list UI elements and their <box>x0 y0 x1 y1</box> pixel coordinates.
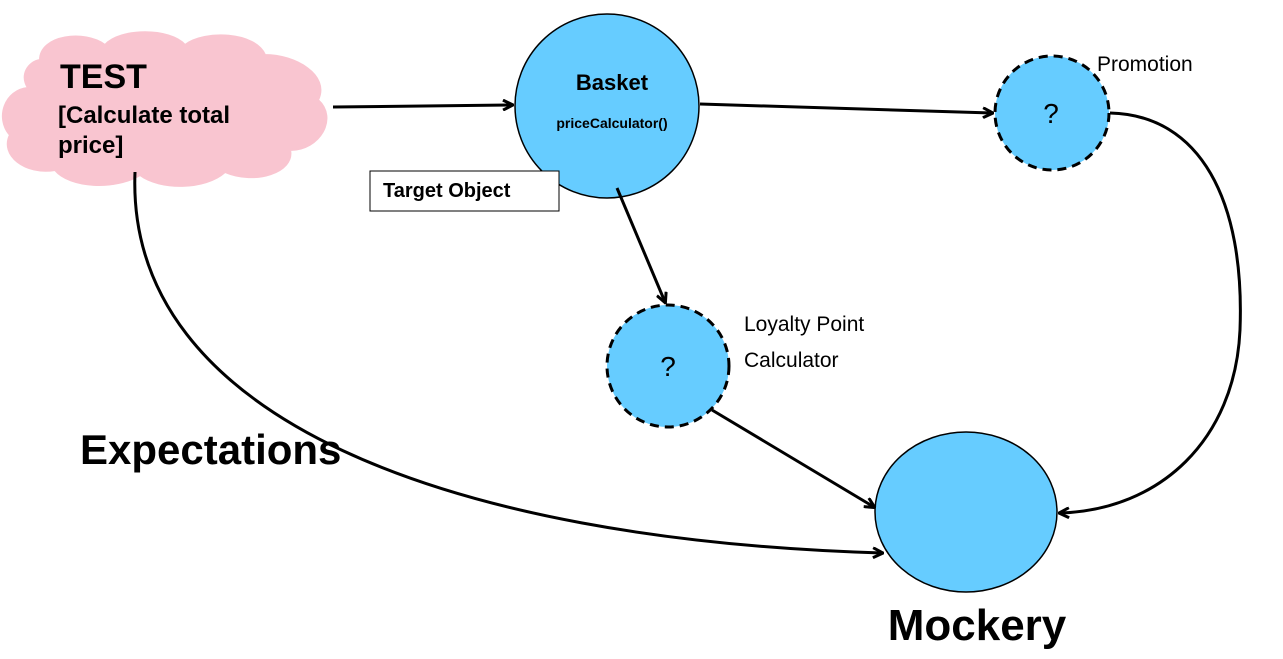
arrow-basket-to-promotion <box>699 102 992 113</box>
loyalty-circle <box>605 303 731 429</box>
arrow-test-to-mockery-expectations <box>133 171 882 553</box>
test-line-2: price] <box>58 132 123 159</box>
promotion-label: Promotion <box>1097 53 1193 76</box>
basket-circle <box>514 13 700 199</box>
expectations-label: Expectations <box>80 426 341 473</box>
target-object-box: Target Object <box>369 170 560 212</box>
target-object-label: Target Object <box>383 180 511 202</box>
basket-method: priceCalculator() <box>556 115 667 131</box>
mockery-circle <box>874 431 1058 593</box>
arrow-test-to-basket <box>332 105 512 107</box>
test-title: TEST <box>60 58 147 96</box>
promotion-circle <box>993 54 1111 172</box>
promotion-node: ? Promotion <box>993 53 1193 172</box>
loyalty-label-line-1: Loyalty Point <box>744 313 864 336</box>
mockery-node: Mockery <box>874 431 1067 650</box>
mockery-label: Mockery <box>888 601 1067 650</box>
arrow-loyalty-to-mockery <box>711 408 874 507</box>
target-object-rect <box>369 170 560 212</box>
basket-title: Basket <box>576 70 649 95</box>
arrow-promotion-to-mockery <box>1060 111 1242 513</box>
loyalty-symbol: ? <box>660 351 676 382</box>
arrow-basket-to-loyalty <box>615 187 665 302</box>
loyalty-calculator-node: ? Loyalty Point Calculator <box>605 303 864 429</box>
basket-node: Basket priceCalculator() <box>514 13 700 199</box>
loyalty-label-line-2: Calculator <box>744 349 839 372</box>
test-cloud-shape <box>1 31 328 187</box>
promotion-symbol: ? <box>1043 98 1059 129</box>
test-cloud: TEST [Calculate total price] <box>1 31 328 187</box>
test-line-1: [Calculate total <box>58 102 230 129</box>
